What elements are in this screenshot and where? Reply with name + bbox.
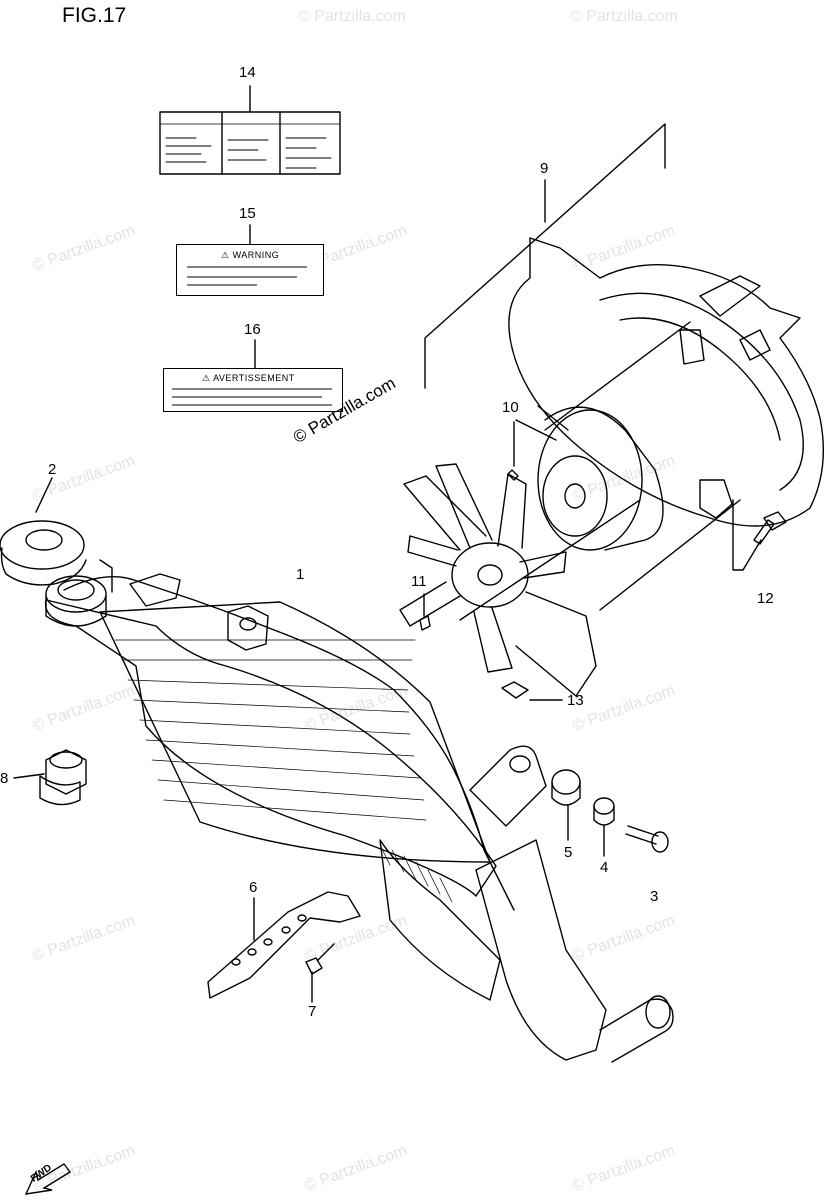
figure-title: FIG.17: [62, 4, 127, 27]
avertissement-label-heading: ⚠ AVERTISSEMENT: [202, 373, 295, 383]
radiator-cap: [0, 520, 87, 586]
bolt-3: [625, 825, 669, 853]
forward-direction-marker: FWD: [24, 1160, 72, 1196]
clip-13: [501, 681, 529, 699]
watermark: © Partzilla.com: [298, 8, 406, 25]
bolt-12: [753, 511, 787, 545]
avertissement-label: ⚠ AVERTISSEMENT: [163, 368, 343, 412]
warning-label-heading: ⚠ WARNING: [221, 250, 280, 260]
radiator: [44, 559, 674, 1063]
callout-2: 2: [48, 461, 57, 478]
watermark: © Partzilla.com: [570, 8, 678, 25]
warning-label: ⚠ WARNING: [176, 244, 324, 296]
screw-10: [507, 469, 519, 481]
bolt-7: [305, 943, 335, 975]
screw-11: [419, 615, 431, 631]
fan-shroud: [508, 237, 824, 527]
callout-7: 7: [308, 1003, 317, 1020]
drain-plug: [39, 749, 87, 806]
warning-label-lines: [187, 266, 307, 286]
mounting-bracket: [207, 891, 361, 999]
collar: [593, 797, 615, 826]
callout-6: 6: [249, 879, 258, 896]
fan-motor: [515, 405, 664, 551]
cooling-fan-blade: [399, 463, 597, 697]
avertissement-label-lines: [172, 388, 332, 406]
callout-16: 16: [244, 321, 261, 338]
callout-12: 12: [757, 590, 774, 607]
callout-9: 9: [540, 160, 549, 177]
callout-5: 5: [564, 844, 573, 861]
label-14-caution-sticker: [159, 111, 341, 175]
callout-4: 4: [600, 859, 609, 876]
callout-1: 1: [296, 566, 305, 583]
callout-8: 8: [0, 770, 9, 787]
callout-11: 11: [411, 573, 427, 590]
callout-14: 14: [239, 64, 256, 81]
callout-15: 15: [239, 205, 256, 222]
callout-3: 3: [650, 888, 659, 905]
forward-arrow-icon: [24, 1163, 72, 1195]
callout-13: 13: [567, 692, 584, 709]
grommet: [551, 769, 581, 806]
callout-10: 10: [502, 399, 519, 416]
